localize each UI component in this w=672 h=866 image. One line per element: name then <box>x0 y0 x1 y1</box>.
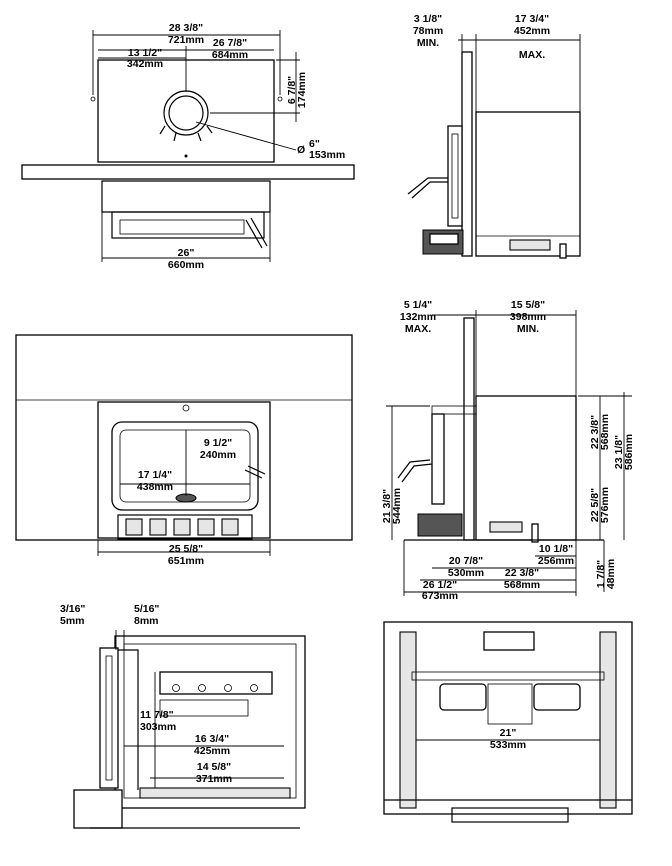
depth-a-in: 20 7/8" <box>449 555 483 567</box>
overall-width-mm: 721mm <box>168 34 204 46</box>
leg-offset-in: 10 1/8" <box>539 543 573 555</box>
tube-row <box>159 671 273 695</box>
overall-width-in: 28 3/8" <box>169 22 203 34</box>
base-box <box>101 180 271 213</box>
diameter-symbol: Ø <box>297 144 305 156</box>
front-full-view: 9 1/2" 240mm 17 1/4" 438mm 25 5/8" 651mm <box>15 334 353 567</box>
depth-max-in: 17 3/4" <box>515 13 549 25</box>
depth-min-mm: 398mm <box>510 311 546 323</box>
front-max-mm: 132mm <box>400 311 436 323</box>
door-handle-front <box>244 469 263 479</box>
base-width-in: 26" <box>178 247 195 259</box>
flue-dia-in: 6" <box>309 138 320 150</box>
height-b-in: 23 1/8" <box>613 435 625 469</box>
flue-height-in: 6 7/8" <box>286 76 298 104</box>
opening-width-in: 25 5/8" <box>169 543 203 555</box>
ashpan-side-2 <box>417 513 463 537</box>
door-section <box>99 647 119 789</box>
left-height-in: 21 3/8" <box>381 489 393 523</box>
depth-b-in: 22 3/8" <box>505 567 539 579</box>
section-front-view: 21" 533mm <box>383 621 633 823</box>
wall-left <box>399 631 417 809</box>
side-top-view: 3 1/8" 78mm MIN. 17 3/4" 452mm MAX. <box>407 13 581 259</box>
door-front <box>447 125 463 227</box>
mount-hole-right <box>277 96 283 102</box>
firebox-height-in: 11 7/8" <box>140 709 174 721</box>
surround-side <box>463 317 475 541</box>
door-width-mm: 438mm <box>137 481 173 493</box>
stove-body <box>475 111 581 257</box>
floor-gap-in: 1 7/8" <box>595 560 607 588</box>
front-top-view: 28 3/8" 721mm 26 7/8" 684mm 13 1/2" 342m… <box>21 22 355 271</box>
firebox-depth-mm: 425mm <box>194 745 230 757</box>
flue-collar-inner <box>168 95 204 131</box>
flue-offset-mm: 342mm <box>127 58 163 70</box>
depth-min-note: MIN. <box>517 323 539 335</box>
floor-depth-in: 14 5/8" <box>197 761 231 773</box>
back-width-mm: 684mm <box>212 49 248 61</box>
firebox-depth-in: 16 3/4" <box>195 733 229 745</box>
door-height-in: 9 1/2" <box>204 437 232 449</box>
base-width-mm: 660mm <box>168 259 204 271</box>
height-c-in: 22 5/8" <box>589 488 601 522</box>
surround-shelf <box>21 164 355 180</box>
door-frame <box>111 421 259 511</box>
section-side-view: 3/16" 5mm 5/16" 8mm 11 7/8" 303mm 16 3/4… <box>60 603 306 829</box>
depth-a-mm: 530mm <box>448 567 484 579</box>
opening-width-mm: 651mm <box>168 555 204 567</box>
section-front-body <box>383 621 633 815</box>
inner-width-in: 21" <box>500 727 517 739</box>
rear-clearance-in: 3 1/8" <box>414 13 442 25</box>
handle-side <box>397 459 431 479</box>
mount-hole-left <box>90 96 96 102</box>
side-full-view: 5 1/4" 132mm MAX. 15 5/8" 398mm MIN. 22 … <box>381 299 635 602</box>
firebrick-floor <box>139 787 291 799</box>
handle <box>245 219 263 249</box>
glass-a-in: 3/16" <box>60 603 85 615</box>
vent-grille <box>117 514 253 540</box>
glass-b-in: 5/16" <box>134 603 159 615</box>
front-max-in: 5 1/4" <box>404 299 432 311</box>
left-height-mm: 544mm <box>391 488 403 524</box>
leg-offset-mm: 256mm <box>538 555 574 567</box>
flue-offset-in: 13 1/2" <box>128 47 162 59</box>
wall-right <box>599 631 617 809</box>
firebox-height-mm: 303mm <box>140 721 176 733</box>
baffle-front <box>118 649 139 790</box>
door-height-mm: 240mm <box>200 449 236 461</box>
section-body <box>114 635 306 809</box>
depth-c-mm: 673mm <box>422 590 458 602</box>
ash-drawer <box>73 789 123 829</box>
depth-min-in: 15 5/8" <box>511 299 545 311</box>
glass-b-mm: 8mm <box>134 615 159 627</box>
door-side <box>431 413 445 505</box>
floor-gap-mm: 48mm <box>605 559 617 589</box>
glass-a-mm: 5mm <box>60 615 85 627</box>
depth-max-mm: 452mm <box>514 25 550 37</box>
flue-dia-mm: 153mm <box>309 149 345 161</box>
surround-plate <box>461 51 473 257</box>
back-width-in: 26 7/8" <box>213 37 247 49</box>
door-width-in: 17 1/4" <box>138 469 172 481</box>
ashpan <box>111 211 265 239</box>
height-a-mm: 568mm <box>599 414 611 450</box>
height-a-in: 22 3/8" <box>589 415 601 449</box>
rear-clearance-note: MIN. <box>417 37 439 49</box>
flue-height-mm: 174mm <box>296 72 308 108</box>
front-max-note: MAX. <box>405 323 431 335</box>
inner-width-mm: 533mm <box>490 739 526 751</box>
stove-side <box>475 395 577 541</box>
rear-clearance-mm: 78mm <box>413 25 443 37</box>
tube-rail <box>411 671 605 681</box>
floor-depth-mm: 371mm <box>196 773 232 785</box>
depth-max-note: MAX. <box>519 49 545 61</box>
door-handle <box>407 177 448 195</box>
depth-b-mm: 568mm <box>504 579 540 591</box>
height-c-mm: 576mm <box>599 487 611 523</box>
screw-dot <box>184 154 188 158</box>
height-b-mm: 586mm <box>623 434 635 470</box>
depth-c-in: 26 1/2" <box>423 579 457 591</box>
